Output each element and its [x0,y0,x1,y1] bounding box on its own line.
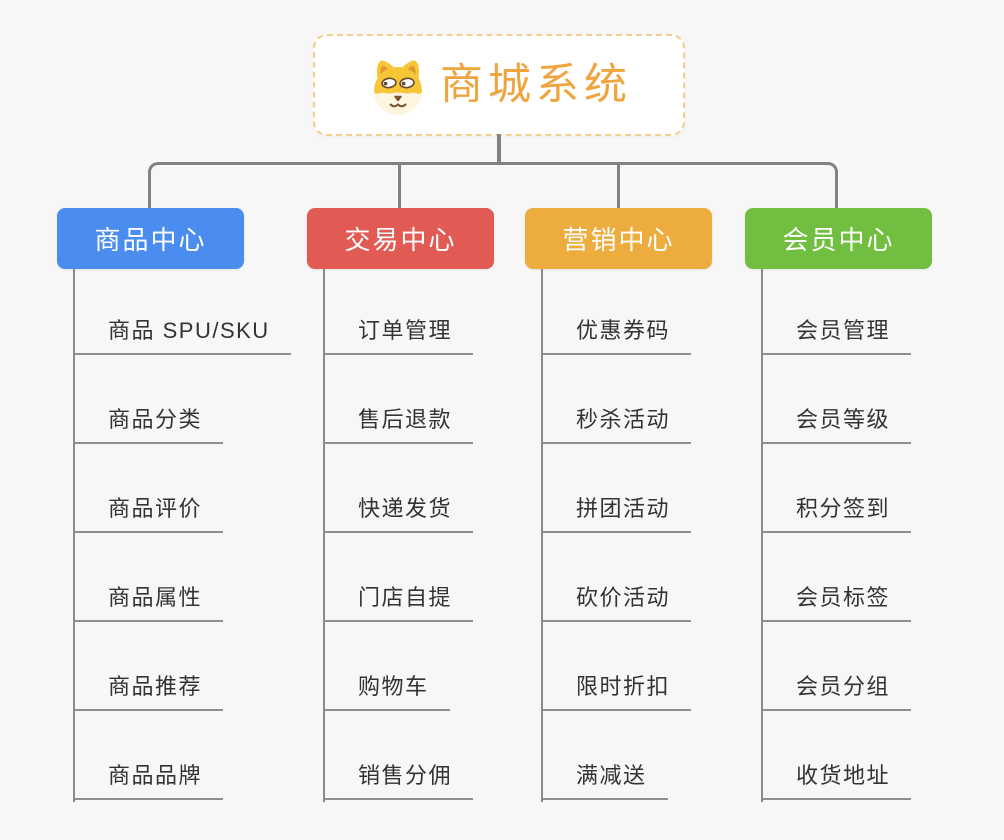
leaf-node-member-tag[interactable]: 会员标签 [763,584,912,622]
root-node[interactable]: 商城系统 [313,34,685,136]
leaf-node-points-checkin[interactable]: 积分签到 [763,495,912,533]
leaf-node-group-buy[interactable]: 拼团活动 [543,495,692,533]
branch-product-items: 商品 SPU/SKU 商品分类 商品评价 商品属性 商品推荐 商品品牌 [73,269,318,802]
connector-root-stem [497,134,501,163]
connector-drop-marketing [617,163,620,208]
leaf-node-member-management[interactable]: 会员管理 [763,317,912,355]
branch-member-items: 会员管理 会员等级 积分签到 会员标签 会员分组 收货地址 [761,269,1004,802]
branch-trade-items: 订单管理 售后退款 快递发货 门店自提 购物车 销售分佣 [323,269,568,802]
dog-face-icon [374,60,422,115]
connector-drop-trade [398,163,401,208]
branch-label: 商品中心 [94,225,207,255]
leaf-node-full-reduction[interactable]: 满减送 [543,762,668,800]
leaf-node-order-management[interactable]: 订单管理 [325,317,474,355]
leaf-node-limited-time-discount[interactable]: 限时折扣 [543,673,692,711]
leaf-node-product-review[interactable]: 商品评价 [75,495,224,533]
connector-trunk [148,162,838,208]
leaf-node-shipping-address[interactable]: 收货地址 [763,762,912,800]
leaf-node-store-pickup[interactable]: 门店自提 [325,584,474,622]
branch-label: 交易中心 [344,225,457,255]
leaf-node-coupon-code[interactable]: 优惠券码 [543,317,692,355]
leaf-node-sales-commission[interactable]: 销售分佣 [325,762,474,800]
root-title: 商城系统 [440,60,632,109]
leaf-node-flash-sale[interactable]: 秒杀活动 [543,406,692,444]
leaf-node-product-category[interactable]: 商品分类 [75,406,224,444]
leaf-node-product-attribute[interactable]: 商品属性 [75,584,224,622]
leaf-node-after-sale-refund[interactable]: 售后退款 [325,406,474,444]
leaf-node-product-spu-sku[interactable]: 商品 SPU/SKU [75,317,291,355]
branch-member-center[interactable]: 会员中心 [745,208,932,269]
branch-marketing-center[interactable]: 营销中心 [525,208,712,269]
leaf-node-express-shipping[interactable]: 快递发货 [325,495,474,533]
leaf-node-bargain-activity[interactable]: 砍价活动 [543,584,692,622]
leaf-node-product-recommend[interactable]: 商品推荐 [75,673,224,711]
branch-trade-center[interactable]: 交易中心 [307,208,494,269]
branch-product-center[interactable]: 商品中心 [57,208,244,269]
leaf-node-product-brand[interactable]: 商品品牌 [75,762,224,800]
leaf-node-member-level[interactable]: 会员等级 [763,406,912,444]
branch-label: 营销中心 [562,225,675,255]
branch-label: 会员中心 [782,225,895,255]
leaf-node-shopping-cart[interactable]: 购物车 [325,673,450,711]
branch-marketing-items: 优惠券码 秒杀活动 拼团活动 砍价活动 限时折扣 满减送 [541,269,786,802]
leaf-node-member-group[interactable]: 会员分组 [763,673,912,711]
